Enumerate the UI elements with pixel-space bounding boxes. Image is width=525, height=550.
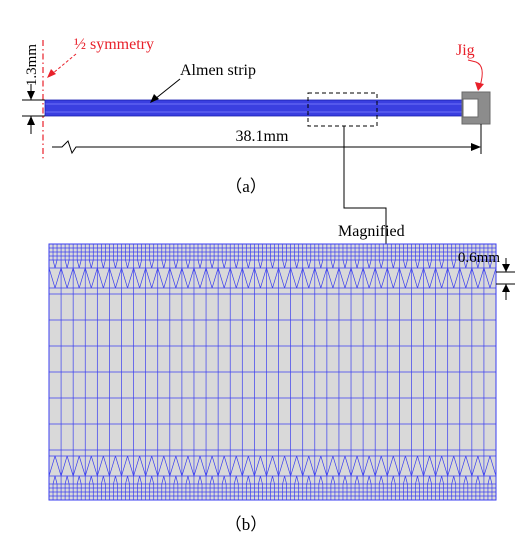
magnify-box [307, 92, 378, 127]
magnify-connector [343, 126, 387, 262]
caption-a: （a） [225, 177, 267, 196]
length-dimension [52, 140, 474, 155]
jig-label: Jig [456, 42, 475, 59]
magnified-label: Magnified [338, 223, 405, 240]
symmetry-label: ½ symmetry [74, 36, 154, 53]
mesh-panel [48, 243, 497, 501]
strip-label: Almen strip [180, 62, 256, 79]
thickness-label: 1.3mm [24, 44, 40, 86]
almen-strip [45, 100, 475, 116]
length-label: 38.1mm [236, 128, 289, 145]
mesh-thickness-label: 0.6mm [458, 250, 500, 266]
caption-b: （b） [225, 515, 268, 534]
jig-block [461, 91, 491, 125]
